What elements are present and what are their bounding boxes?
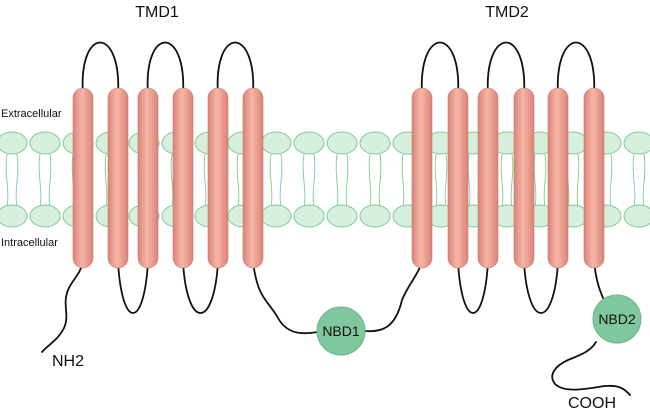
- lipid-tails: [5, 153, 19, 208]
- loop-ext-3: [216, 41, 255, 96]
- lipid-tails: [38, 153, 52, 208]
- loop-ext-6: [556, 41, 596, 96]
- helix-2: [107, 87, 129, 269]
- loop-int-4: [523, 261, 559, 314]
- tmd1-label: TMD1: [135, 4, 179, 21]
- loop-int-2: [182, 261, 219, 314]
- intracellular-label: Intracellular: [1, 237, 58, 249]
- lipid-tails: [434, 153, 448, 208]
- helix-8: [447, 87, 469, 269]
- lipid-tails: [632, 153, 646, 208]
- helix-3: [137, 87, 159, 269]
- helix-6: [242, 87, 264, 269]
- lipid-head: [260, 204, 292, 228]
- loop-ext-4: [420, 41, 460, 96]
- lipid-tails: [533, 153, 547, 208]
- lipid-head: [623, 131, 650, 155]
- helix-7: [411, 87, 433, 269]
- nbd2-label: NBD2: [598, 311, 636, 327]
- loop-ext-2: [146, 41, 185, 96]
- lipid-tails: [335, 153, 349, 208]
- helix-11: [547, 87, 569, 269]
- helix-9: [477, 87, 499, 269]
- nh2-label: NH2: [52, 353, 84, 370]
- loop-int-1: [117, 261, 149, 314]
- linker-nbd1-tmd2: [363, 261, 423, 333]
- lipid-head: [29, 131, 61, 155]
- helix-10: [513, 87, 535, 269]
- tmd2-label: TMD2: [485, 4, 529, 21]
- nbd1-domain: NBD1: [316, 306, 366, 356]
- helix-4: [172, 87, 194, 269]
- lipid-head: [326, 204, 358, 228]
- transmembrane-helices: [72, 87, 605, 269]
- loop-ext-5: [486, 41, 526, 96]
- lipid-head: [359, 131, 391, 155]
- lipid-head: [623, 204, 650, 228]
- lipid-tails: [368, 153, 382, 208]
- helix-12: [583, 87, 605, 269]
- cooh-label: COOH: [568, 395, 616, 412]
- nbd1-label: NBD1: [322, 323, 360, 339]
- lipid-head: [293, 204, 325, 228]
- lipid-tails: [302, 153, 316, 208]
- helix-1: [72, 87, 94, 269]
- lipid-tails: [500, 153, 514, 208]
- c-terminus-tail: [551, 341, 631, 396]
- lipid-head: [359, 204, 391, 228]
- helix-5: [207, 87, 229, 269]
- lipid-head: [260, 131, 292, 155]
- loop-int-3: [457, 261, 489, 314]
- n-terminus-tail: [41, 261, 84, 353]
- lipid-tails: [566, 153, 580, 208]
- extracellular-label: Extracellular: [1, 108, 62, 120]
- nbd2-domain: NBD2: [592, 294, 642, 344]
- linker-nbd1: [252, 261, 319, 335]
- loop-ext-1: [81, 41, 120, 96]
- lipid-head: [0, 204, 28, 228]
- lipid-head: [326, 131, 358, 155]
- lipid-tails: [269, 153, 283, 208]
- lipid-head: [29, 204, 61, 228]
- lipid-head: [0, 131, 28, 155]
- lipid-head: [293, 131, 325, 155]
